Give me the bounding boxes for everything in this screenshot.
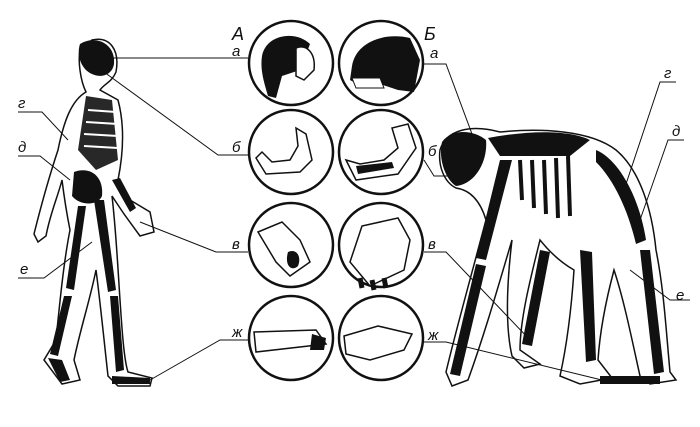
- ape-label-d: д: [672, 123, 680, 140]
- human-label-foot: ж: [231, 324, 243, 341]
- column-label-human: А: [231, 24, 244, 44]
- human-label-d: д: [18, 139, 26, 156]
- human-skeleton: [33, 38, 155, 387]
- human-label-e: е: [20, 261, 28, 278]
- ape-detail-circles: [337, 19, 425, 382]
- ape-label-hand: в: [428, 236, 436, 253]
- human-label-skull: а: [232, 43, 240, 60]
- column-label-ape: Б: [424, 24, 436, 44]
- ape-label-e: е: [676, 287, 684, 304]
- ape-label-foot: ж: [427, 327, 439, 344]
- human-label-jaw: б: [232, 139, 241, 156]
- leader-lines: [18, 57, 690, 383]
- ape-label-jaw: б: [428, 143, 437, 160]
- ape-label-skull: а: [430, 45, 438, 62]
- human-label-g: г: [18, 95, 26, 112]
- ape-label-g: г: [664, 65, 672, 82]
- human-detail-circles: [247, 19, 335, 382]
- human-label-hand: в: [232, 236, 240, 253]
- ape-skeleton: [438, 127, 678, 387]
